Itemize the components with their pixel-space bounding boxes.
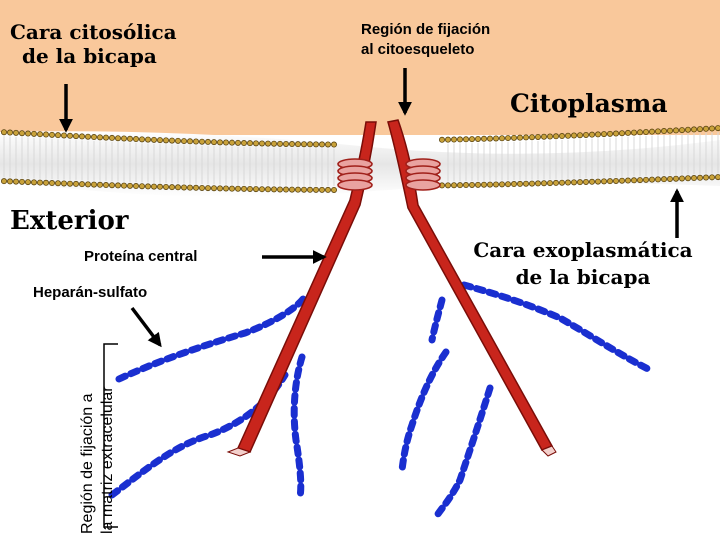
cytoplasm-region — [0, 0, 720, 135]
core-protein-left — [226, 121, 377, 457]
heparan-chain — [460, 281, 654, 374]
label-ecm-region: Región de fijación a la matriz extracelu… — [78, 386, 118, 534]
label-ecm-region-line1: Región de fijación a — [79, 393, 96, 534]
heparan-chain — [290, 353, 306, 501]
heparan-chain — [398, 348, 450, 474]
heparan-chain — [115, 292, 309, 383]
lipid-tails — [3, 132, 719, 186]
arrow-heparan-sulfate — [130, 306, 162, 348]
label-heparan-sulfate: Heparán-sulfato — [33, 284, 148, 301]
label-cytosolic-face-line2: de la bicapa — [22, 44, 157, 68]
membrane-heads-bottom — [1, 174, 720, 193]
heparan-sulfate-chains — [108, 281, 654, 521]
core-protein-right — [387, 119, 557, 457]
heparan-chain — [432, 384, 494, 521]
label-ecm-region-line2: la matriz extracelular — [99, 386, 116, 534]
ecm-region-bracket — [103, 343, 118, 528]
label-core-protein: Proteína central — [84, 248, 198, 265]
label-cytosolic-face-line1: Cara citosólica — [10, 20, 177, 44]
label-cytoplasm: Citoplasma — [510, 89, 668, 118]
membrane-heads-top — [1, 125, 720, 148]
label-exoplasmic-face-line1: Cara exoplasmática — [473, 238, 693, 262]
label-exoplasmic-face-line2: de la bicapa — [515, 265, 651, 289]
transmembrane-anchor-left — [337, 158, 373, 191]
heparan-chain — [428, 296, 446, 344]
label-cytoskeleton-region-line2: al citoesqueleto — [361, 41, 475, 58]
heparan-chain — [108, 371, 289, 499]
transmembrane-anchor-right — [405, 158, 441, 191]
label-exterior: Exterior — [10, 206, 129, 236]
label-cytoskeleton-region-line1: Región de fijación — [361, 21, 491, 38]
